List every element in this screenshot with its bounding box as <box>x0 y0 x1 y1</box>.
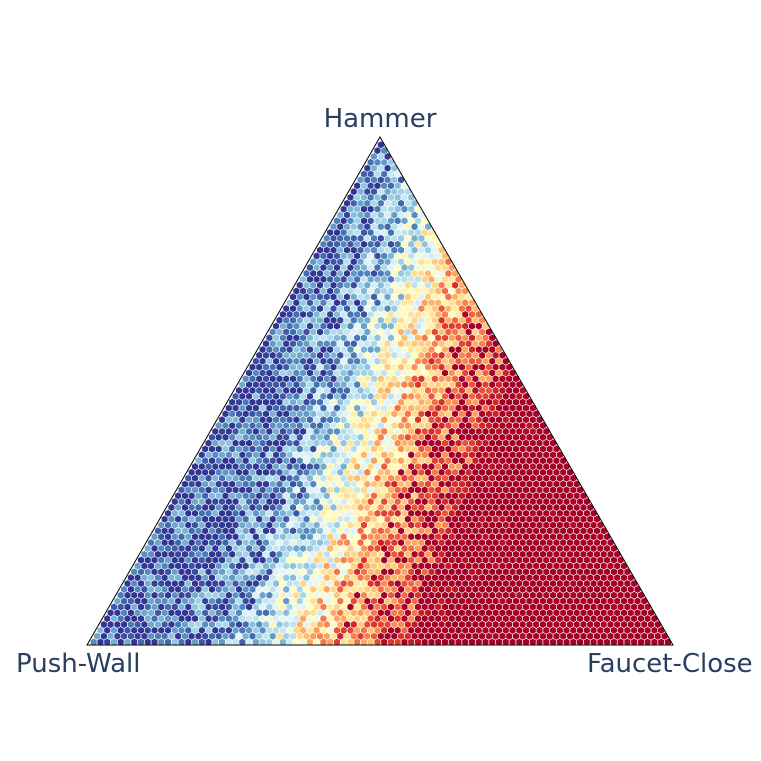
vertex-label-hammer: Hammer <box>324 104 437 134</box>
vertex-label-faucet-close: Faucet-Close <box>587 649 753 679</box>
vertex-label-push-wall: Push-Wall <box>16 649 140 679</box>
hexbin-cells <box>90 140 672 645</box>
